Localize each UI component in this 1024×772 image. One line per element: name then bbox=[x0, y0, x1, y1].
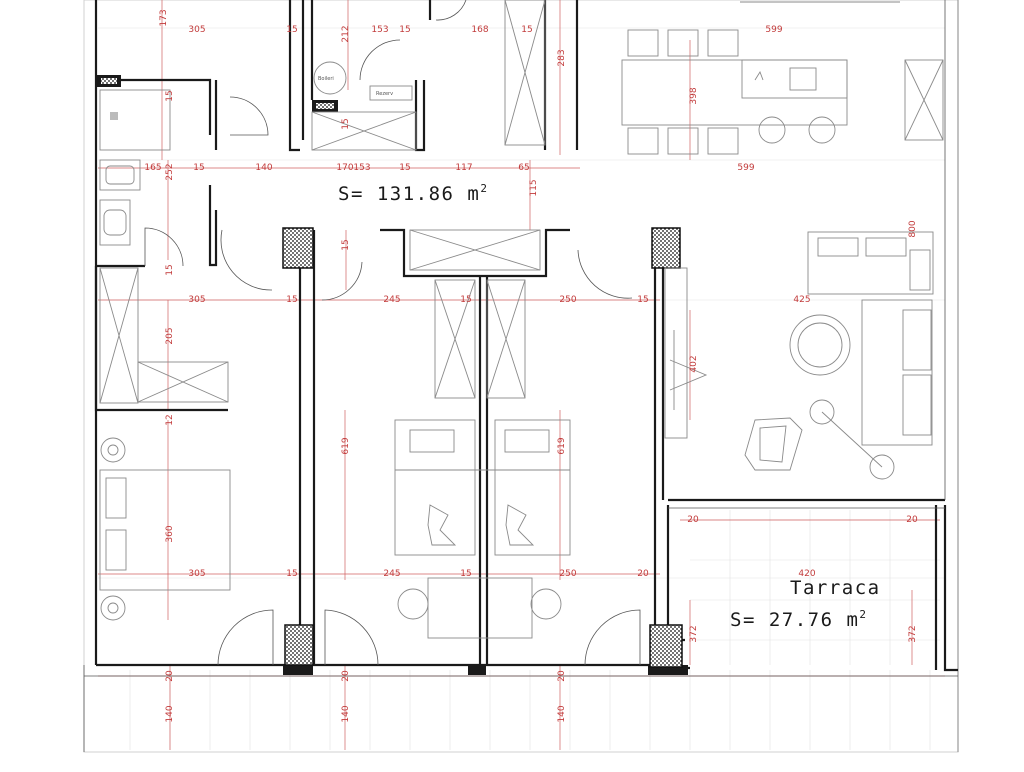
dimension-label: 12 bbox=[165, 414, 175, 425]
dimension-label: 170 bbox=[336, 163, 353, 173]
dimension-label: 305 bbox=[188, 569, 205, 579]
dimension-label: 20 bbox=[557, 670, 567, 682]
dimension-label: 15 bbox=[460, 569, 471, 579]
column bbox=[649, 624, 683, 668]
dimension-label: 15 bbox=[399, 25, 410, 35]
kitchen-dining bbox=[621, 1, 900, 155]
dimension-label: 283 bbox=[557, 49, 567, 66]
dimension-label: 15 bbox=[286, 25, 297, 35]
dimension-label: 15 bbox=[165, 90, 175, 101]
dimension-label: 140 bbox=[255, 163, 272, 173]
dimension-label: 15 bbox=[637, 295, 648, 305]
dimension-label: 245 bbox=[383, 569, 400, 579]
wardrobes bbox=[99, 0, 944, 404]
dimension-label: 305 bbox=[188, 295, 205, 305]
dimension-label: 599 bbox=[737, 163, 754, 173]
living-room-furniture bbox=[664, 231, 934, 480]
dimension-label: 360 bbox=[165, 525, 175, 542]
dimension-label: 20 bbox=[165, 670, 175, 682]
dimension-label: 212 bbox=[341, 25, 351, 42]
dimension-label: 252 bbox=[165, 163, 175, 180]
dimension-label: 20 bbox=[906, 515, 918, 525]
dimension-label: 153 bbox=[353, 163, 370, 173]
terrace-area-label: S= 27.76 m2 bbox=[730, 608, 868, 631]
structural-columns bbox=[282, 227, 683, 668]
dimension-label: 372 bbox=[689, 625, 699, 642]
dimension-label: 20 bbox=[687, 515, 699, 525]
bedroom-furniture bbox=[99, 419, 571, 639]
dimension-label: 250 bbox=[559, 569, 576, 579]
dimension-label: 305 bbox=[188, 25, 205, 35]
dimension-label: 15 bbox=[399, 163, 410, 173]
dimension-label: 599 bbox=[765, 25, 782, 35]
main-area-label: S= 131.86 m2 bbox=[338, 182, 488, 205]
dimension-label: 15 bbox=[521, 25, 532, 35]
dimension-label: 15 bbox=[193, 163, 204, 173]
dimension-label: 250 bbox=[559, 295, 576, 305]
dimension-label: 398 bbox=[689, 87, 699, 104]
dimension-label: 15 bbox=[341, 118, 351, 129]
storage-box bbox=[369, 85, 413, 101]
dimension-label: 65 bbox=[518, 163, 529, 173]
boiler bbox=[313, 61, 347, 95]
dimension-label: 15 bbox=[286, 569, 297, 579]
dimension-label: 402 bbox=[689, 355, 699, 372]
dimension-label: 205 bbox=[165, 327, 175, 344]
doors bbox=[144, 0, 641, 666]
dimension-label: 140 bbox=[341, 705, 351, 722]
dimension-label: 245 bbox=[383, 295, 400, 305]
dimension-label: 165 bbox=[144, 163, 161, 173]
grid-lines bbox=[98, 27, 945, 750]
column bbox=[651, 227, 681, 269]
dimension-label: 619 bbox=[557, 437, 567, 454]
dimension-label: 115 bbox=[529, 179, 539, 196]
storage-room-label: Rezerv bbox=[376, 91, 393, 97]
dimension-label: 15 bbox=[286, 295, 297, 305]
column bbox=[284, 624, 314, 666]
dimension-label: 140 bbox=[165, 705, 175, 722]
dimension-label: 800 bbox=[908, 220, 918, 237]
dimension-label: 173 bbox=[159, 9, 169, 26]
column bbox=[282, 227, 314, 269]
dimension-label: 372 bbox=[908, 625, 918, 642]
bathroom-fixtures bbox=[99, 89, 171, 246]
dimension-label: 619 bbox=[341, 437, 351, 454]
dimension-label: 140 bbox=[557, 705, 567, 722]
dimension-label: 168 bbox=[471, 25, 488, 35]
terrace-name-label: Tarraca bbox=[790, 577, 881, 599]
wall-ends bbox=[97, 75, 688, 675]
dimension-label: 117 bbox=[455, 163, 472, 173]
dimension-label: 425 bbox=[793, 295, 810, 305]
dimension-label: 15 bbox=[165, 264, 175, 275]
dimension-label: 20 bbox=[637, 569, 649, 579]
dimension-label: 420 bbox=[798, 569, 815, 579]
dimension-label: 20 bbox=[341, 670, 351, 682]
dimension-label: 15 bbox=[460, 295, 471, 305]
walls bbox=[83, 0, 958, 752]
dimension-labels: 173 305 15 212 153 15 168 15 283 599 15 … bbox=[144, 9, 918, 722]
dimension-label: 153 bbox=[371, 25, 388, 35]
boiler-room-label: Boileri bbox=[318, 76, 334, 82]
dimension-label: 15 bbox=[341, 239, 351, 250]
